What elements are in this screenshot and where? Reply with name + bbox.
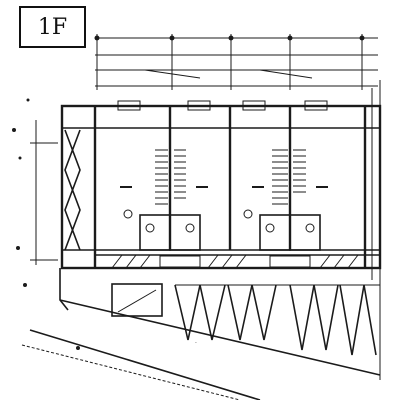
top-dimension-lines (94, 34, 378, 90)
svg-text:·: · (195, 340, 197, 347)
right-edge (371, 80, 381, 380)
parking-area (111, 283, 380, 356)
room-tags (117, 100, 328, 188)
building-outline (60, 104, 382, 270)
left-zigzag-braces (64, 129, 81, 251)
staircases (155, 149, 306, 205)
wet-areas (123, 209, 321, 251)
entrance-band (95, 254, 380, 269)
floor-label: 1F (19, 6, 86, 48)
left-margin-marks (12, 98, 58, 287)
site-edge: · (21, 268, 381, 400)
